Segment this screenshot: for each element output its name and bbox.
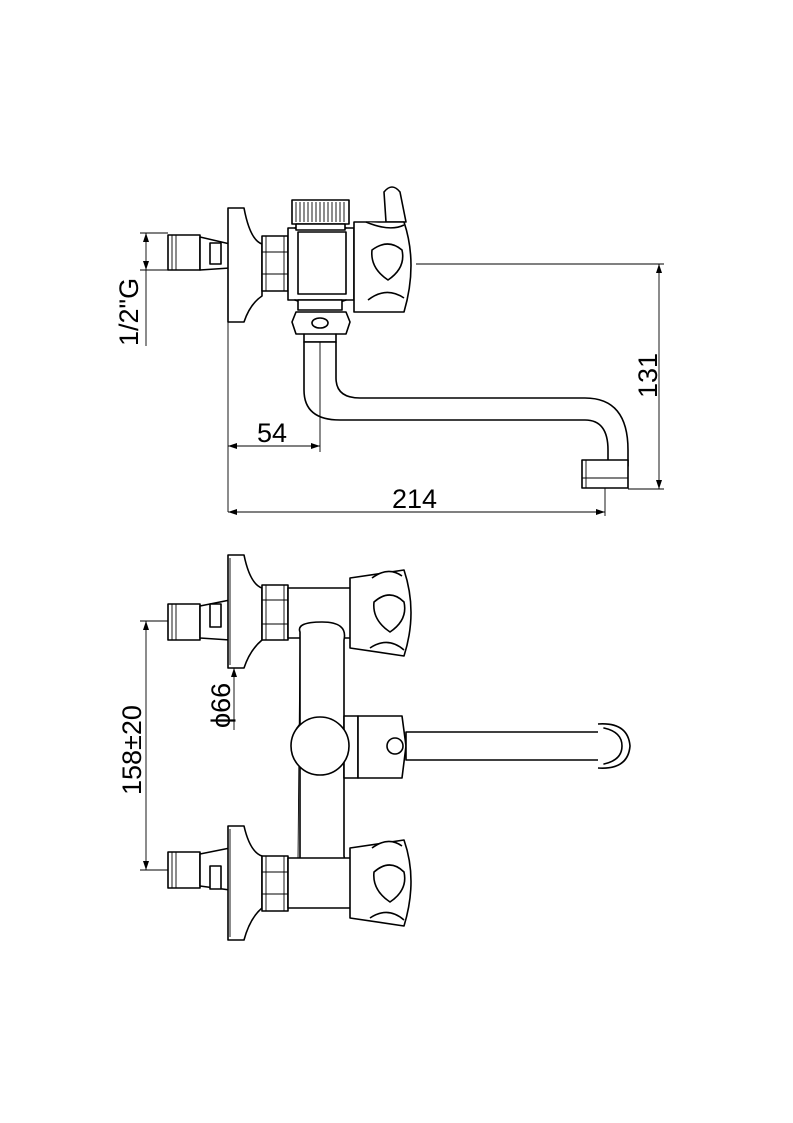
- front-lower-handle: [349, 839, 412, 927]
- side-handle-knob: [353, 186, 412, 313]
- dim-projection: 214: [228, 484, 606, 516]
- front-view: ϕ66 158±20: [117, 554, 631, 941]
- side-spout: [303, 341, 629, 467]
- side-swivel-collar: [291, 299, 351, 343]
- dim-height-label: 131: [633, 353, 663, 398]
- side-mixer-body: [287, 222, 355, 306]
- front-diverter: [290, 715, 407, 779]
- dim-height: 131: [416, 263, 664, 490]
- side-aerator: [581, 459, 629, 489]
- front-upper-handle: [349, 569, 412, 657]
- side-inlet-connector: [167, 234, 231, 271]
- dim-flange-diameter: ϕ66: [206, 668, 237, 730]
- side-wall-flange: [227, 207, 263, 323]
- front-spout: [405, 723, 631, 769]
- dim-flange-diameter-label: ϕ66: [206, 683, 236, 728]
- front-upper-hex-nut: [261, 584, 289, 641]
- dim-inlet-centres-label: 158±20: [117, 705, 147, 795]
- front-lower-inlet: [167, 847, 231, 891]
- side-view: 1/2"G 54 214 131: [114, 186, 664, 516]
- front-lower-hex-nut: [261, 855, 289, 912]
- dim-inlet-centres: 158±20: [117, 620, 168, 871]
- front-upper-flange: [227, 554, 263, 669]
- dim-thread: 1/2"G: [114, 232, 168, 346]
- dim-offset-label: 54: [257, 418, 287, 448]
- front-upper-inlet: [167, 599, 231, 641]
- dim-thread-label: 1/2"G: [114, 278, 144, 346]
- front-lower-flange: [227, 825, 263, 941]
- dim-offset: 54: [227, 322, 321, 512]
- side-hex-nut: [261, 235, 289, 292]
- dim-projection-label: 214: [392, 484, 437, 514]
- side-top-ring: [291, 199, 350, 231]
- front-lower-body: [287, 857, 353, 909]
